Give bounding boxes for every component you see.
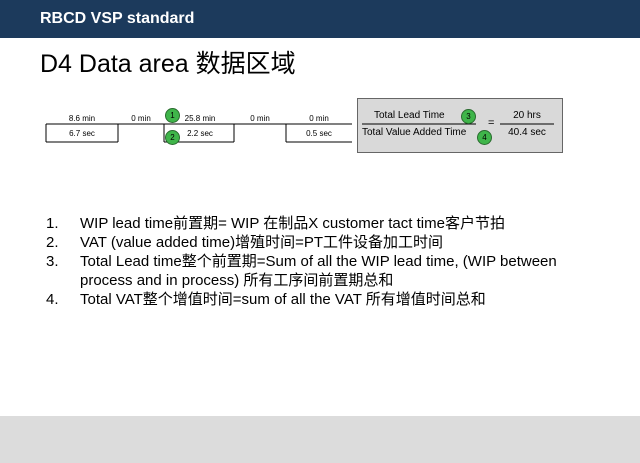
- seg4-top: 0 min: [250, 114, 270, 123]
- definition-text: Total Lead time整个前置期=Sum of all the WIP …: [80, 253, 557, 289]
- definition-text: Total VAT整个增值时间=sum of all the VAT 所有增值时…: [80, 291, 486, 308]
- page-title: D4 Data area 数据区域: [40, 50, 296, 78]
- header-bar: RBCD VSP standard: [0, 0, 640, 38]
- footer-bar: [0, 416, 640, 463]
- badge-3: 3: [461, 109, 476, 124]
- total-vat-label: Total Value Added Time: [362, 127, 467, 138]
- badge-2: 2: [165, 130, 180, 145]
- seg1-top: 8.6 min: [68, 114, 96, 123]
- definition-number: 4.: [46, 291, 59, 308]
- total-lead-time-label: Total Lead Time: [374, 110, 445, 121]
- definition-item: 2. VAT (value added time)增殖时间=PT工件设备加工时间: [46, 233, 606, 252]
- badge-4: 4: [477, 130, 492, 145]
- summary-box: Total Lead Time Total Value Added Time 3…: [357, 98, 563, 153]
- definitions-list: 1. WIP lead time前置期= WIP 在制品X customer t…: [46, 214, 606, 309]
- definition-text: WIP lead time前置期= WIP 在制品X customer tact…: [80, 215, 505, 232]
- seg3-bottom: 2.2 sec: [187, 129, 213, 138]
- definition-number: 3.: [46, 253, 59, 270]
- seg5-bottom: 0.5 sec: [306, 129, 332, 138]
- total-vat-value: 40.4 sec: [508, 127, 546, 138]
- definition-text: VAT (value added time)增殖时间=PT工件设备加工时间: [80, 234, 444, 251]
- equals-sign: =: [488, 117, 495, 129]
- definition-item: 3. Total Lead time整个前置期=Sum of all the W…: [46, 252, 606, 290]
- header-title: RBCD VSP standard: [40, 10, 195, 27]
- definition-item: 4. Total VAT整个增值时间=sum of all the VAT 所有…: [46, 290, 606, 309]
- seg3-top: 25.8 min: [184, 114, 216, 123]
- seg1-bottom: 6.7 sec: [69, 129, 95, 138]
- badge-1: 1: [165, 108, 180, 123]
- total-lead-time-value: 20 hrs: [513, 110, 541, 121]
- definition-item: 1. WIP lead time前置期= WIP 在制品X customer t…: [46, 214, 606, 233]
- seg5-top: 0 min: [309, 114, 329, 123]
- summary-divider: [362, 123, 554, 125]
- definition-number: 2.: [46, 234, 59, 251]
- seg2-top: 0 min: [131, 114, 151, 123]
- definition-number: 1.: [46, 215, 59, 232]
